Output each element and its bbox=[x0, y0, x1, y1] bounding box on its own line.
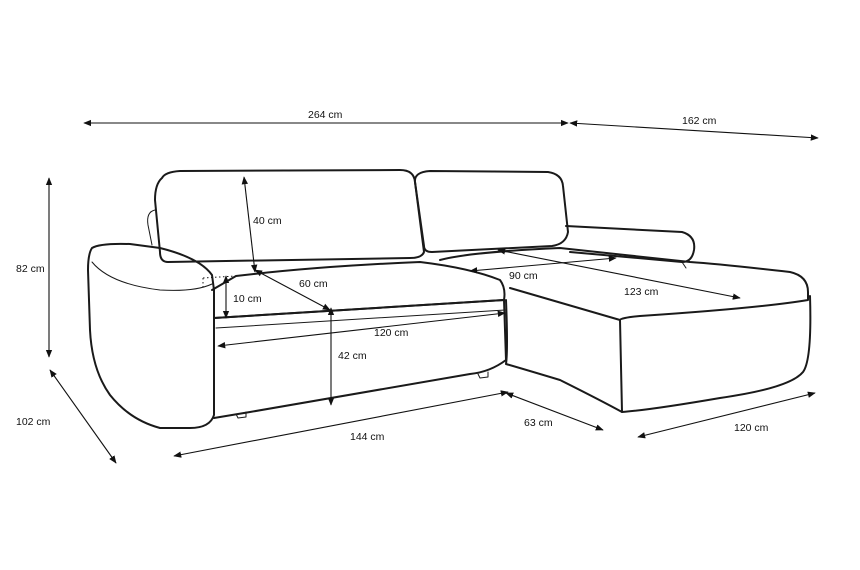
label-backrest-height: 40 cm bbox=[253, 215, 282, 227]
dim-line-gap-width bbox=[505, 392, 604, 431]
label-seat-width: 120 cm bbox=[374, 327, 409, 339]
label-chaise-width: 120 cm bbox=[734, 422, 769, 434]
label-chaise-length: 162 cm bbox=[682, 115, 717, 127]
label-total-length: 264 cm bbox=[308, 109, 343, 121]
dim-line-backrest-height bbox=[241, 176, 258, 273]
dim-line-seat-depth bbox=[254, 269, 331, 311]
label-chaise-seat-length: 123 cm bbox=[624, 286, 659, 298]
dim-line-chaise-length bbox=[569, 120, 819, 141]
label-seat-height: 42 cm bbox=[338, 350, 367, 362]
label-total-height: 82 cm bbox=[16, 263, 45, 275]
dim-line-base-length bbox=[173, 390, 509, 458]
dim-line-chaise-width bbox=[637, 391, 816, 439]
dim-line-total-depth bbox=[49, 369, 117, 464]
dim-line-chaise-seat-length bbox=[497, 248, 741, 300]
dimension-labels: 264 cm 162 cm 82 cm 40 cm 60 cm 10 cm 42… bbox=[16, 109, 769, 443]
label-total-depth: 102 cm bbox=[16, 416, 51, 428]
dimension-lines bbox=[45, 119, 819, 464]
label-base-length: 144 cm bbox=[350, 431, 385, 443]
label-gap-width: 63 cm bbox=[524, 417, 553, 429]
sofa-outline bbox=[87, 169, 812, 429]
label-seat-depth: 60 cm bbox=[299, 278, 328, 290]
label-cushion-thickness: 10 cm bbox=[233, 293, 262, 305]
label-chaise-seat-width: 90 cm bbox=[509, 270, 538, 282]
dim-line-seat-width bbox=[217, 310, 506, 349]
